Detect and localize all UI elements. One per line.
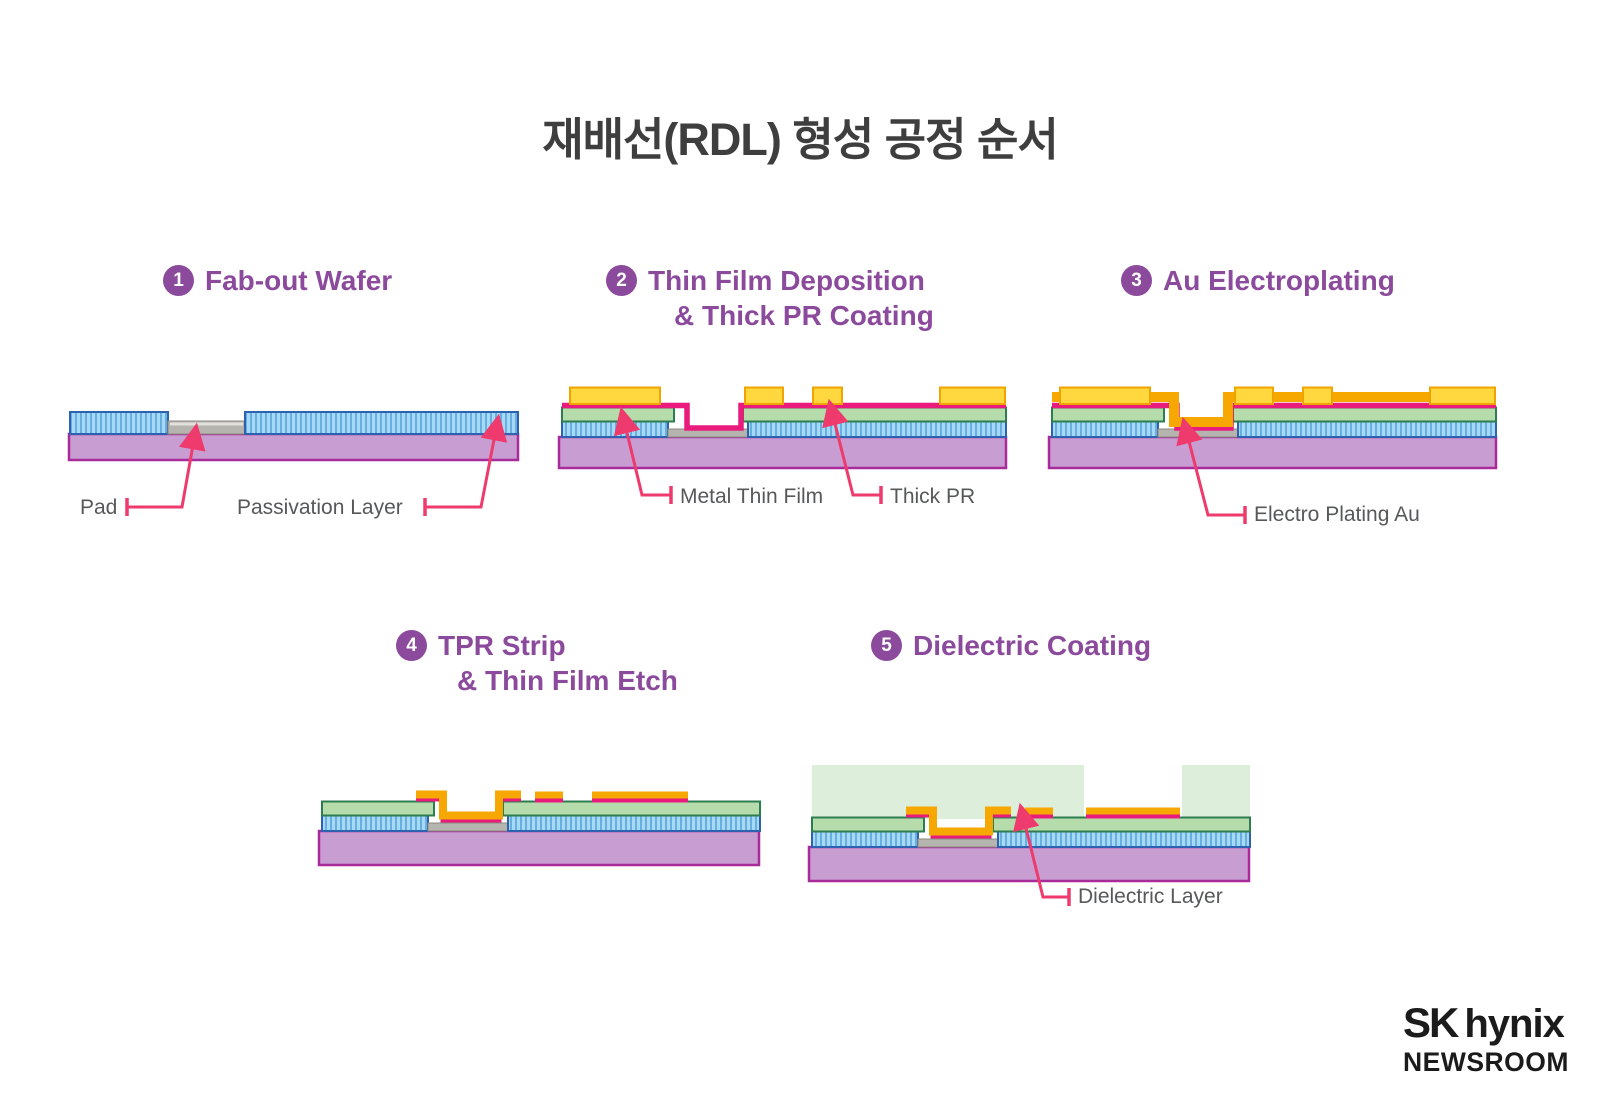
seed-layer-left [321, 800, 435, 817]
substrate-layer [807, 845, 1251, 883]
pad-leader-line [127, 422, 206, 509]
step-5-title: Dielectric Coating [913, 630, 1152, 661]
step-5-number-badge: 5 [871, 630, 902, 661]
step-2-title-line1: Thin Film Deposition [648, 265, 925, 296]
thick-pr-leader-line [822, 398, 881, 497]
substrate-layer [557, 435, 1008, 470]
step-4-heading: 4 TPR Strip & Thin Film Etch [396, 628, 678, 698]
thick-pr-label: Thick PR [890, 485, 975, 508]
step-2-cross-section: Metal Thin Film Thick PR [557, 386, 1008, 508]
pad-layer [427, 822, 509, 832]
pad-layer [917, 838, 999, 848]
dielectric-label: Dielectric Layer [1078, 885, 1223, 908]
step-4-title-line1: TPR Strip [438, 630, 566, 661]
au-trace-via [906, 806, 1011, 836]
step-1-number-badge: 1 [163, 265, 194, 296]
step-1-cross-section: Pad Passivation Layer [67, 411, 520, 519]
step-2-heading: 2 Thin Film Deposition & Thick PR Coatin… [606, 263, 934, 333]
passivation-layer-left [1051, 420, 1159, 438]
passivation-layer-right [747, 420, 1007, 438]
step-3-cross-section: Electro Plating Au [1047, 386, 1498, 526]
substrate-layer [317, 829, 761, 867]
step-2-number-badge: 2 [606, 265, 637, 296]
seed-layer-left [811, 816, 925, 833]
metal-thin-film-label: Metal Thin Film [680, 485, 823, 508]
passivation-layer-right [997, 830, 1251, 848]
seed-layer-left [1051, 406, 1165, 423]
logo-newsroom-text: NEWSROOM [1403, 1047, 1569, 1077]
step-1-title: Fab-out Wafer [205, 265, 393, 296]
step-4-title-line2: & Thin Film Etch [457, 665, 678, 696]
seed-layer-right [992, 816, 1251, 833]
substrate-layer [67, 432, 520, 462]
passivation-layer-left [811, 830, 919, 848]
step-3-number-badge: 3 [1121, 265, 1152, 296]
metal-thin-film [562, 402, 1006, 431]
logo-sk-text: SK [1403, 999, 1459, 1046]
thick-pr-block [1059, 386, 1151, 405]
step-5-heading: 5 Dielectric Coating [871, 628, 1151, 663]
au-leader-line [1176, 416, 1245, 517]
step-1-heading: 1 Fab-out Wafer [163, 263, 392, 298]
logo-hynix-text: hynix [1464, 1002, 1564, 1046]
passivation-layer-right [244, 411, 519, 435]
page-title: 재배선(RDL) 형성 공정 순서 [542, 114, 1059, 165]
passivation-layer-left [561, 420, 669, 438]
passivation-layer-left [69, 411, 169, 435]
metal-thin-film-leader-line [613, 406, 671, 497]
passivation-layer-right [507, 814, 761, 832]
au-trace-via [416, 790, 521, 820]
seed-layer-right [502, 800, 761, 817]
dielectric-layer-right [1182, 765, 1250, 819]
thick-pr-block [812, 386, 843, 405]
thick-pr-block [744, 386, 784, 405]
metal-thin-film [1052, 402, 1496, 431]
step-2-title-line2: & Thick PR Coating [674, 300, 934, 331]
dielectric-leader-line [1013, 802, 1069, 899]
thick-pr-block [939, 386, 1006, 405]
substrate-layer [1047, 435, 1498, 470]
step-3-heading: 3 Au Electroplating [1121, 263, 1395, 298]
passivation-layer-left [321, 814, 429, 832]
step-4-number-badge: 4 [396, 630, 427, 661]
thick-pr-block [1302, 386, 1333, 405]
passivation-leader-line [425, 413, 508, 509]
pad-label: Pad [80, 496, 117, 519]
passivation-label: Passivation Layer [237, 496, 403, 519]
au-label: Electro Plating Au [1254, 503, 1420, 526]
seed-layer-left [561, 406, 675, 423]
thick-pr-block [1234, 386, 1274, 405]
thick-pr-block [569, 386, 661, 405]
step-3-title: Au Electroplating [1163, 265, 1395, 296]
thick-pr-block [1429, 386, 1496, 405]
seed-layer-right [1232, 406, 1497, 423]
passivation-layer-right [1237, 420, 1497, 438]
step-4-cross-section [317, 790, 761, 867]
seed-layer-right [742, 406, 1007, 423]
step-5-cross-section: Dielectric Layer [807, 765, 1251, 908]
